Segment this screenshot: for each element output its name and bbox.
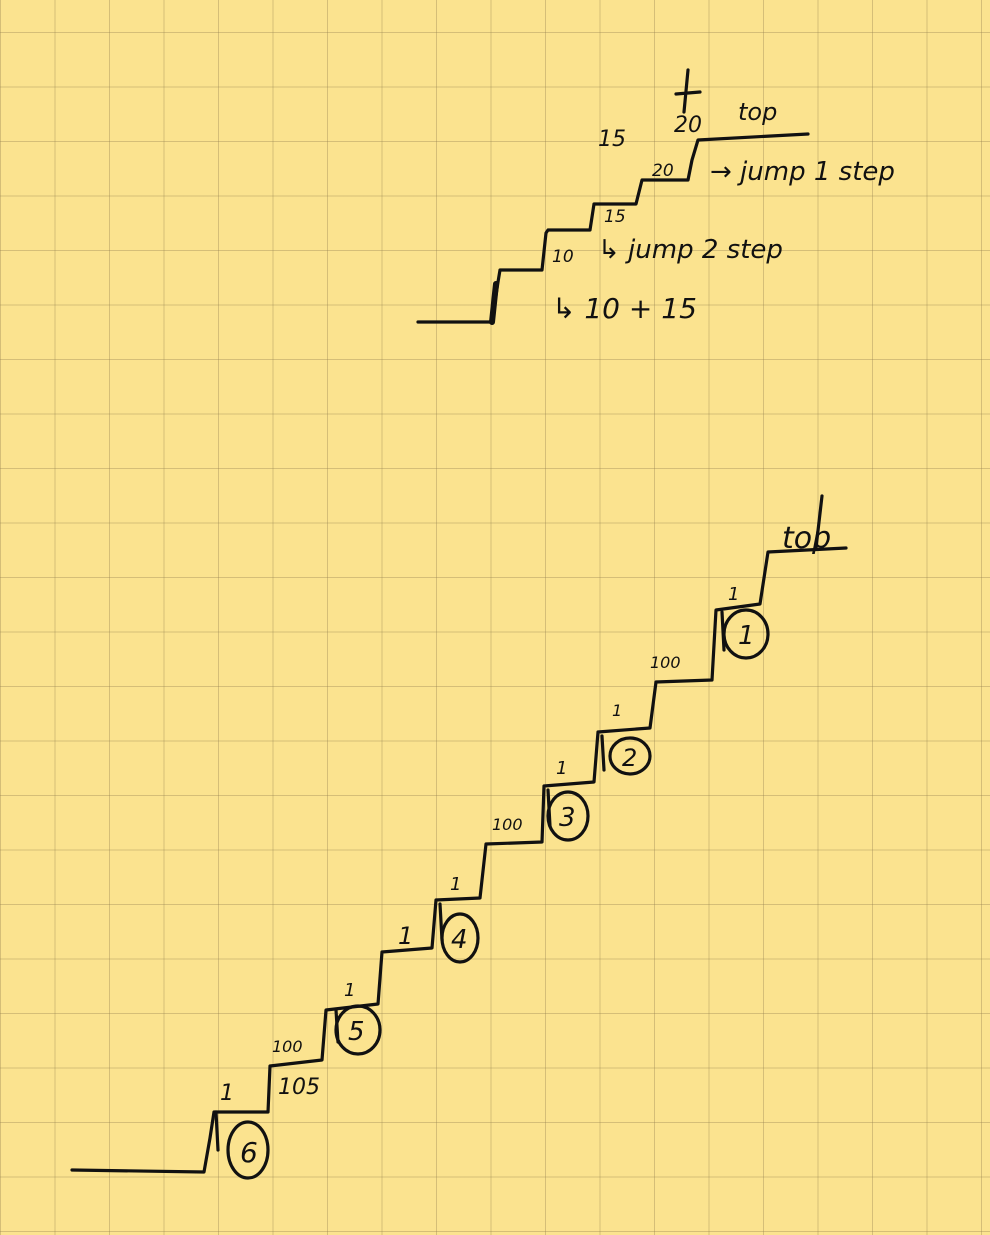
- circled-step-1: 1: [722, 608, 770, 660]
- step-circle: [226, 1120, 270, 1180]
- cost-label: 1: [344, 980, 355, 1001]
- cost-label: 1: [450, 874, 461, 895]
- cost-label: 1: [556, 758, 567, 779]
- step-circle: [440, 912, 480, 964]
- step-1-cost-label: 10: [552, 247, 574, 267]
- circled-step-4: 4: [440, 912, 480, 964]
- step-circle: [608, 736, 652, 776]
- cost-label: 1: [220, 1081, 234, 1106]
- first-riser-mark: [489, 281, 499, 325]
- step-number: 5: [348, 1017, 365, 1047]
- riser-mark-6: [214, 1110, 220, 1152]
- step-circle: [722, 608, 770, 660]
- top-cost-a-label: 15: [598, 127, 626, 152]
- step-circle: [334, 1004, 382, 1056]
- circled-step-5: 5: [334, 1004, 382, 1056]
- cost-label: 100: [650, 653, 681, 672]
- top-label: top: [738, 98, 777, 126]
- step-number: 4: [451, 925, 468, 955]
- circled-step-6: 6: [226, 1120, 270, 1180]
- circled-step-3: 3: [546, 790, 590, 842]
- riser-mark-2: [600, 734, 606, 772]
- cost-label: 1: [728, 584, 739, 605]
- step-circle: [546, 790, 590, 842]
- jump-one-step-note: → jump 1 step: [710, 157, 895, 187]
- sum-label: 105: [278, 1075, 320, 1100]
- down-arrow-icon: [674, 68, 702, 114]
- step-number: 3: [559, 803, 576, 833]
- top-cost-b-label: 20: [674, 113, 702, 138]
- top-staircase-outline: [416, 132, 810, 324]
- sum-note: ↳ 10 + 15: [552, 292, 697, 325]
- circled-step-2: 2: [608, 736, 652, 776]
- top-staircase: [416, 68, 810, 325]
- jump-two-step-note: ↳ jump 2 step: [598, 235, 783, 265]
- cost-label: 100: [492, 815, 523, 834]
- top-arrow-icon: [814, 494, 824, 550]
- bottom-staircase-outline: [70, 546, 848, 1174]
- cost-label: 1: [398, 922, 413, 950]
- step-number: 2: [622, 744, 637, 772]
- cost-label: 1: [612, 701, 622, 720]
- step-number: 1: [738, 621, 755, 651]
- top-label: top: [782, 521, 831, 556]
- cost-label: 100: [272, 1037, 303, 1056]
- step-number: 6: [240, 1136, 258, 1169]
- step-2-cost-label: 15: [604, 207, 626, 227]
- step-3-cost-label: 20: [652, 161, 674, 181]
